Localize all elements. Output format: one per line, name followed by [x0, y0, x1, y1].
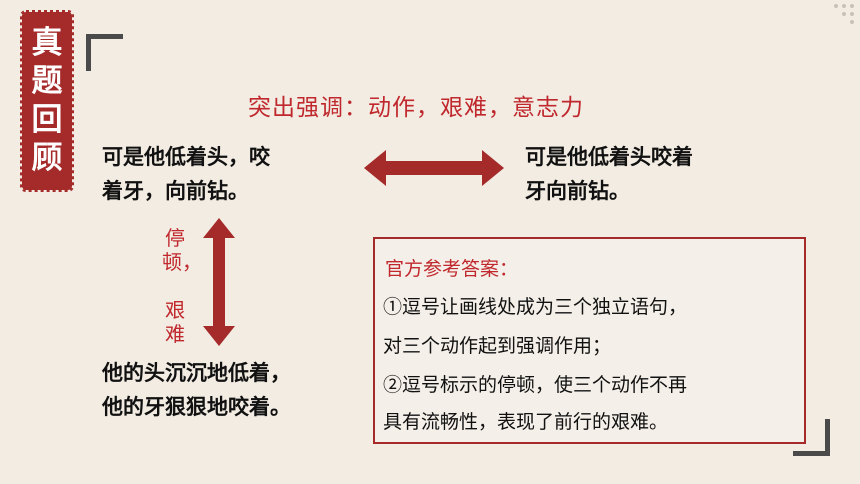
text-line: 可是他低着头，咬 — [102, 144, 270, 169]
answer-line: 具有流畅性，表现了前行的艰难。 — [383, 411, 669, 433]
section-badge: 真 题 回 顾 — [20, 10, 74, 192]
corner-bracket-top-left — [86, 34, 123, 71]
double-arrow-vertical-icon — [203, 218, 235, 346]
modified-sentence: 可是他低着头咬着 牙向前钻。 — [525, 140, 765, 208]
corner-bracket-bottom-right — [793, 419, 830, 456]
answer-line: 对三个动作起到强调作用； — [383, 335, 612, 357]
text-line: 着牙，向前钻。 — [102, 178, 249, 203]
original-sentence: 可是他低着头，咬 着牙，向前钻。 — [102, 140, 342, 208]
answer-line: ②逗号标示的停顿，使三个动作不再 — [383, 374, 688, 396]
text-line: 牙向前钻。 — [525, 178, 630, 203]
text-line: 他的头沉沉地低着， — [102, 360, 291, 385]
badge-char: 真 — [31, 24, 63, 61]
answer-title: 官方参考答案： — [385, 258, 519, 280]
text-line: 可是他低着头咬着 — [525, 144, 693, 169]
difficulty-label: 艰难 — [165, 298, 185, 346]
emphasis-heading: 突出强调：动作，艰难，意志力 — [248, 95, 584, 121]
badge-char: 题 — [31, 63, 63, 100]
text-line: 他的牙狠狠地咬着。 — [102, 394, 291, 419]
double-arrow-horizontal-icon — [364, 150, 504, 186]
official-answer-box: 官方参考答案： ①逗号让画线处成为三个独立语句， 对三个动作起到强调作用； ②逗… — [373, 237, 806, 444]
expanded-sentence: 他的头沉沉地低着， 他的牙狠狠地咬着。 — [102, 356, 362, 424]
answer-line: ①逗号让画线处成为三个独立语句， — [383, 296, 688, 318]
badge-char: 顾 — [31, 140, 63, 177]
decorative-dots — [834, 4, 854, 24]
pause-label: 停顿， — [162, 226, 202, 274]
badge-char: 回 — [31, 101, 63, 138]
